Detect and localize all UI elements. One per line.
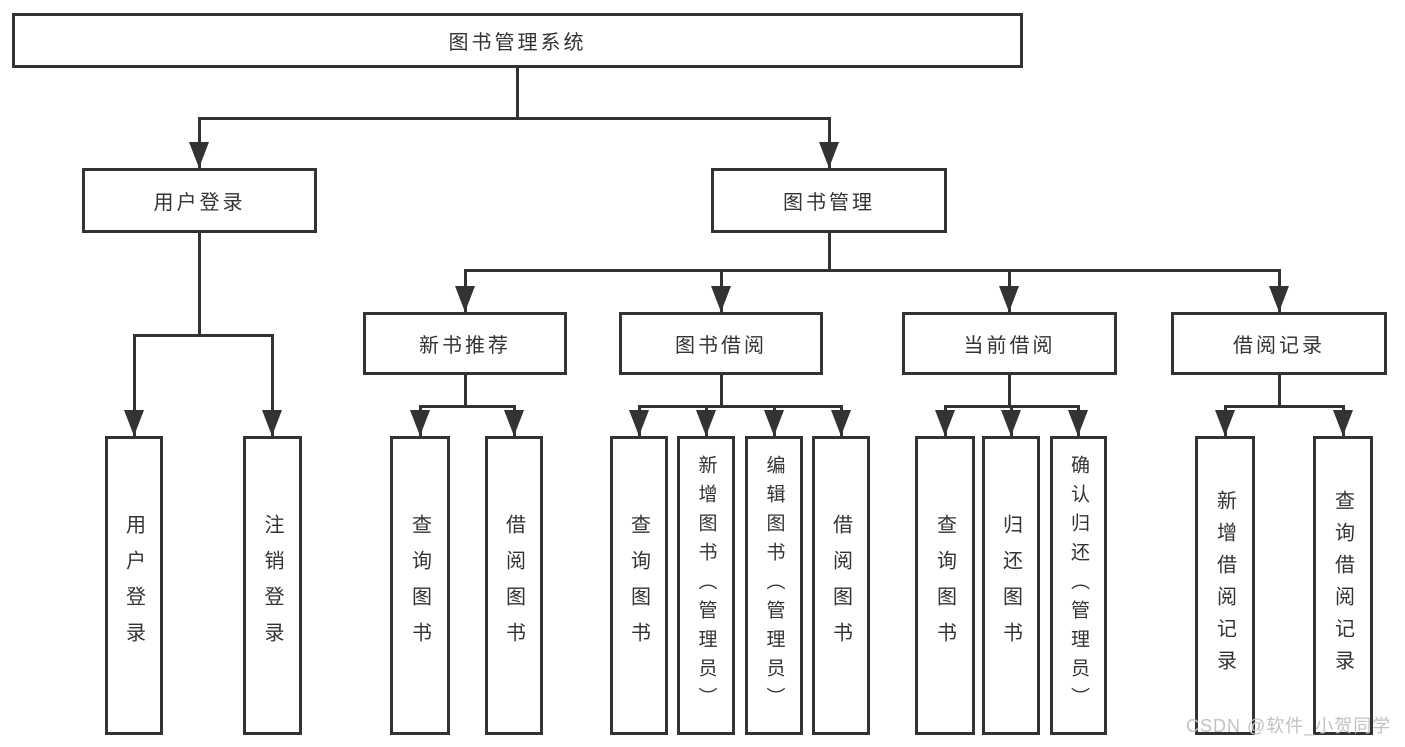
leaf-add-borrow-record: 新增借阅记录	[1195, 436, 1255, 735]
arrow-down-icon	[999, 286, 1019, 312]
leaf-query-borrow-record-label: 查询借阅记录	[1331, 489, 1354, 682]
node-book-management: 图书管理	[711, 168, 947, 233]
connector-borrowing-hbar	[638, 405, 842, 408]
arrow-down-icon	[189, 142, 209, 168]
leaf-logout-label: 注销登录	[261, 513, 283, 658]
connector-recommend-hbar	[419, 405, 516, 408]
node-current-borrowing: 当前借阅	[902, 312, 1117, 375]
leaf-query-book-recommend-label: 查询图书	[408, 513, 431, 658]
leaf-query-book-borrowing: 查询图书	[610, 436, 668, 735]
leaf-borrow-book-borrowing-label: 借阅图书	[829, 513, 852, 658]
arrow-down-icon	[711, 286, 731, 312]
connector-records-stem	[1278, 375, 1281, 408]
node-book-borrowing-label: 图书借阅	[675, 335, 767, 357]
leaf-logout: 注销登录	[243, 436, 302, 735]
leaf-query-book-recommend: 查询图书	[390, 436, 450, 735]
connector-leaf-drop	[133, 334, 136, 436]
arrow-down-icon	[410, 410, 430, 436]
arrow-down-icon	[764, 410, 784, 436]
leaf-query-book-current-label: 查询图书	[933, 513, 956, 658]
leaf-query-book-current: 查询图书	[915, 436, 975, 735]
leaf-borrow-book-recommend: 借阅图书	[485, 436, 543, 735]
connector-borrowing-stem	[720, 375, 723, 408]
arrow-down-icon	[1215, 410, 1235, 436]
connector-book-mgmt-stem	[828, 233, 831, 272]
arrow-down-icon	[455, 286, 475, 312]
arrow-down-icon	[831, 410, 851, 436]
connector-user-login-hbar	[133, 334, 274, 337]
node-borrowing-records: 借阅记录	[1171, 312, 1387, 375]
arrow-down-icon	[1333, 410, 1353, 436]
leaf-borrow-book-borrowing: 借阅图书	[812, 436, 870, 735]
connector-root-drop	[516, 68, 519, 118]
connector-records-hbar	[1224, 405, 1344, 408]
leaf-query-book-borrowing-label: 查询图书	[627, 513, 650, 658]
node-borrowing-records-label: 借阅记录	[1233, 335, 1325, 357]
arrow-down-icon	[124, 410, 144, 436]
leaf-borrow-book-recommend-label: 借阅图书	[502, 513, 525, 658]
csdn-watermark: CSDN @软件_小贺同学	[1186, 716, 1392, 736]
node-user-login: 用户登录	[82, 168, 317, 233]
arrow-down-icon	[696, 410, 716, 436]
connector-user-login-stem	[198, 233, 201, 335]
leaf-return-book: 归还图书	[982, 436, 1040, 735]
leaf-confirm-return-admin-label: 确认归还（管理员）	[1068, 455, 1089, 716]
leaf-return-book-label: 归还图书	[999, 513, 1022, 658]
connector-level2-hbar	[198, 117, 830, 120]
node-book-borrowing: 图书借阅	[619, 312, 823, 375]
leaf-user-login-label: 用户登录	[122, 513, 145, 658]
arrow-down-icon	[504, 410, 524, 436]
node-book-management-label: 图书管理	[783, 192, 875, 214]
node-root-label: 图书管理系统	[448, 32, 587, 54]
leaf-confirm-return-admin: 确认归还（管理员）	[1050, 436, 1107, 735]
arrow-down-icon	[819, 142, 839, 168]
node-current-borrowing-label: 当前借阅	[963, 335, 1056, 357]
arrow-down-icon	[935, 410, 955, 436]
arrow-down-icon	[262, 410, 282, 436]
leaf-add-book-admin-label: 新增图书（管理员）	[695, 455, 717, 716]
node-new-book-recommend: 新书推荐	[363, 312, 567, 375]
connector-recommend-stem	[464, 375, 467, 408]
arrow-down-icon	[1068, 410, 1088, 436]
connector-leaf-drop	[271, 334, 274, 436]
arrow-down-icon	[629, 410, 649, 436]
leaf-query-borrow-record: 查询借阅记录	[1313, 436, 1373, 735]
leaf-add-borrow-record-label: 新增借阅记录	[1213, 489, 1236, 682]
node-root: 图书管理系统	[12, 13, 1023, 68]
connector-current-stem	[1008, 375, 1011, 408]
leaf-add-book-admin: 新增图书（管理员）	[677, 436, 735, 735]
leaf-edit-book-admin: 编辑图书（管理员）	[745, 436, 803, 735]
arrow-down-icon	[1269, 286, 1289, 312]
arrow-down-icon	[1001, 410, 1021, 436]
node-new-book-recommend-label: 新书推荐	[419, 335, 511, 357]
connector-level3-hbar	[464, 269, 1281, 272]
leaf-edit-book-admin-label: 编辑图书（管理员）	[763, 455, 785, 716]
leaf-user-login: 用户登录	[105, 436, 163, 735]
node-user-login-label: 用户登录	[153, 192, 246, 214]
